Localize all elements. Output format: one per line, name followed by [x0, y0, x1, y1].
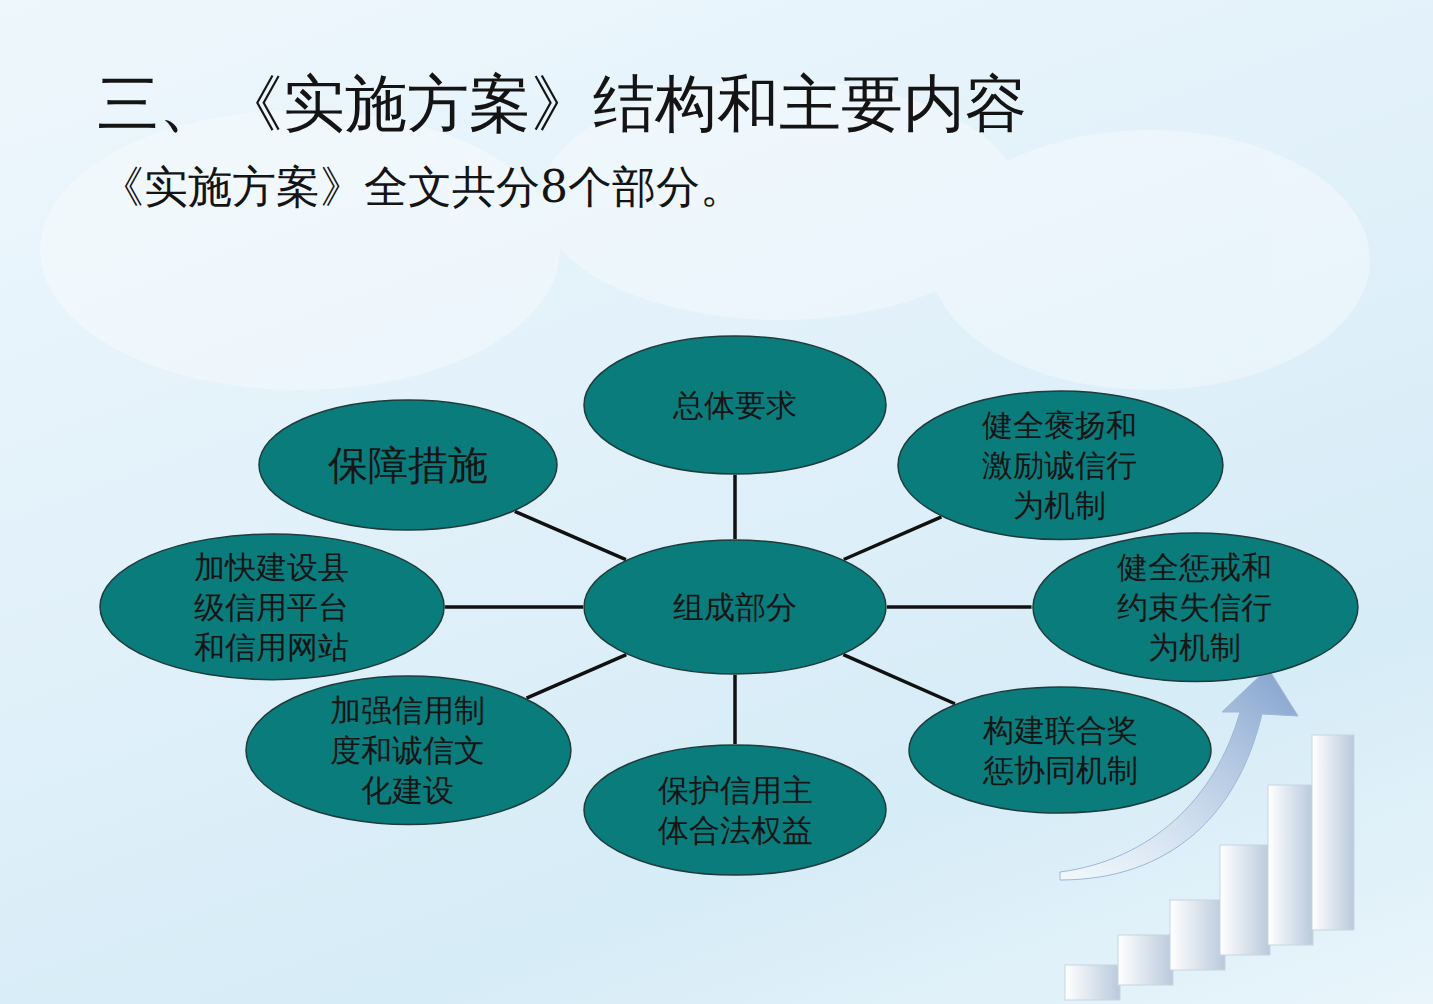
node-label: 加强信用制度和诚信文化建设: [329, 690, 486, 811]
subtitle: 《实施方案》全文共分8个部分。: [100, 158, 744, 217]
slide-title: 三、《实施方案》结构和主要内容: [97, 62, 1027, 146]
spoke-line: [735, 475, 736, 539]
ellipse-shape: [908, 686, 1212, 814]
node-label: 总体要求: [641, 385, 829, 425]
node-label: 保护信用主体合法权益: [657, 770, 814, 851]
ellipse-node: 保护信用主体合法权益: [583, 744, 887, 876]
ellipse-node: 保障措施: [258, 399, 558, 531]
spoke-line: [887, 607, 1032, 608]
node-label: 加快建设县级信用平台和信用网站: [193, 547, 350, 668]
spoke-line: [445, 607, 583, 608]
ellipse-node: 健全褒扬和激励诚信行为机制: [897, 390, 1224, 541]
ellipse-node: 总体要求: [583, 335, 887, 475]
spoke-line: [844, 517, 942, 560]
node-label: 构建联合奖惩协同机制: [982, 710, 1139, 791]
ellipse-node: 健全惩戒和约束失信行为机制: [1032, 532, 1359, 683]
ellipse-node: 组成部分: [583, 539, 887, 675]
node-label: 组成部分: [641, 587, 829, 627]
node-label: 健全褒扬和激励诚信行为机制: [981, 405, 1138, 526]
node-label: 健全惩戒和约束失信行为机制: [1116, 547, 1273, 668]
ellipse-node: 加快建设县级信用平台和信用网站: [99, 533, 445, 681]
node-label: 保障措施: [287, 439, 529, 491]
spoke-line: [515, 511, 626, 559]
ellipse-shape: [583, 744, 887, 876]
ellipse-node: 构建联合奖惩协同机制: [908, 686, 1212, 814]
spoke-line: [843, 655, 955, 704]
spoke-line: [735, 675, 736, 744]
spoke-line: [527, 655, 627, 699]
ellipse-node: 加强信用制度和诚信文化建设: [245, 675, 572, 826]
